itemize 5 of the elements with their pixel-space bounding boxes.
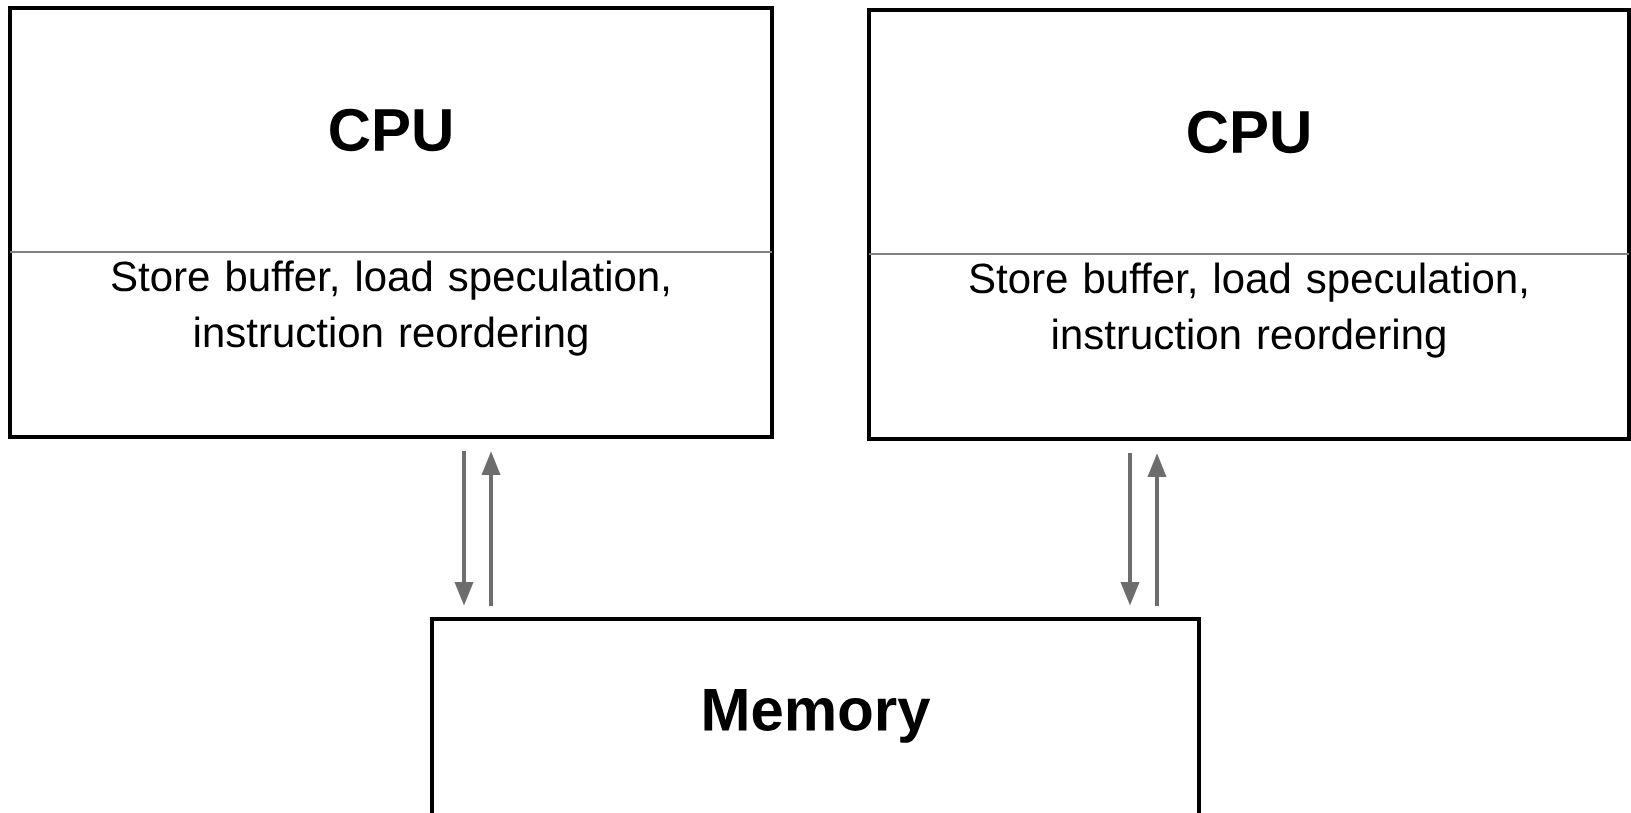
heading: CPU [330, 108, 451, 152]
heading: Memory [704, 689, 931, 743]
description: Store buffer, load speculation, instruction reordering [969, 262, 1527, 358]
heading: CPU [1188, 110, 1309, 154]
description: Store buffer, load speculation, instruction reordering [111, 260, 669, 356]
